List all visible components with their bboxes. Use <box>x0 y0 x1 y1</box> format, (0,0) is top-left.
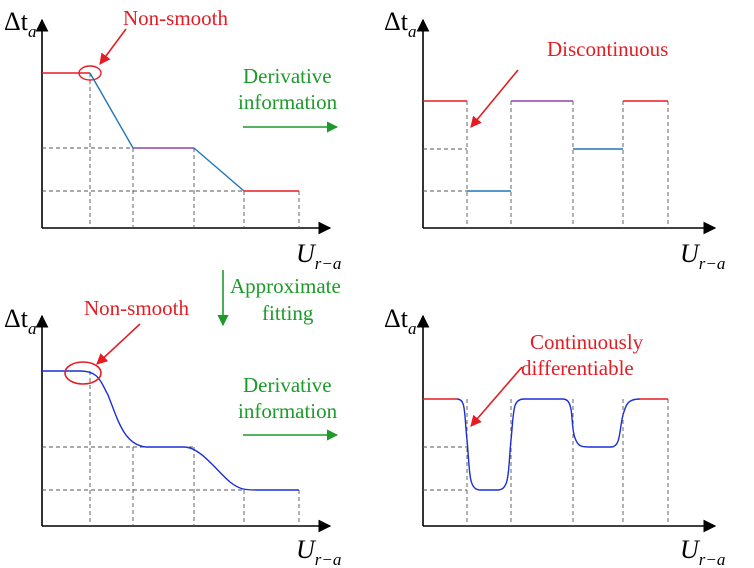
derivative-arrow-top: Derivative information <box>238 64 339 133</box>
derivative-label-bottom-2: information <box>238 399 338 423</box>
discontinuous-label: Discontinuous <box>547 37 668 61</box>
panel-derivative-discontinuous: Discontinuous Δta Ur−a <box>384 7 725 273</box>
nonsmooth-marker-circle <box>78 65 102 81</box>
y-axis-label: Δta <box>4 304 36 338</box>
nonsmooth-label: Non-smooth <box>123 6 229 30</box>
y-axis-label: Δta <box>384 7 416 41</box>
nonsmooth-label: Non-smooth <box>84 296 190 320</box>
panel-fitted-function: Non-smooth Δta Ur−a <box>4 296 341 568</box>
fitting-label-2: fitting <box>262 301 314 325</box>
grid-lines <box>42 73 300 228</box>
smooth-curve <box>456 398 641 491</box>
derivative-label-top-1: Derivative <box>243 64 332 88</box>
discontinuous-pointer-arrow <box>470 69 519 128</box>
grid-lines <box>423 399 669 526</box>
grid-lines <box>423 101 669 228</box>
panel-original-function: Non-smooth Δta Ur−a <box>4 6 341 273</box>
fitted-curve <box>42 370 299 491</box>
continuously-label-2: differentiable <box>521 356 634 380</box>
derivative-arrow-bottom: Derivative information <box>238 373 339 441</box>
x-axis-label: Ur−a <box>296 535 341 568</box>
approximate-fitting-arrow: Approximate fitting <box>217 270 341 327</box>
x-axis-label: Ur−a <box>296 239 341 273</box>
nonsmooth-pointer-arrow <box>96 323 141 365</box>
x-axis-label: Ur−a <box>680 239 725 273</box>
nonsmooth-pointer-arrow <box>99 28 127 65</box>
derivative-label-bottom-1: Derivative <box>243 373 332 397</box>
x-axis-label: Ur−a <box>680 535 725 568</box>
nonsmooth-marker-circle <box>64 361 102 385</box>
differentiable-pointer-arrow <box>470 366 523 427</box>
y-axis-label: Δta <box>4 7 36 41</box>
derivative-label-top-2: information <box>238 90 338 114</box>
y-axis-label: Δta <box>384 304 416 338</box>
continuously-label-1: Continuously <box>530 330 644 354</box>
fitting-label-1: Approximate <box>230 274 341 298</box>
panel-derivative-smooth: Continuously differentiable Δta Ur−a <box>384 304 725 568</box>
step-segments <box>423 100 668 192</box>
piecewise-curve <box>42 72 299 192</box>
